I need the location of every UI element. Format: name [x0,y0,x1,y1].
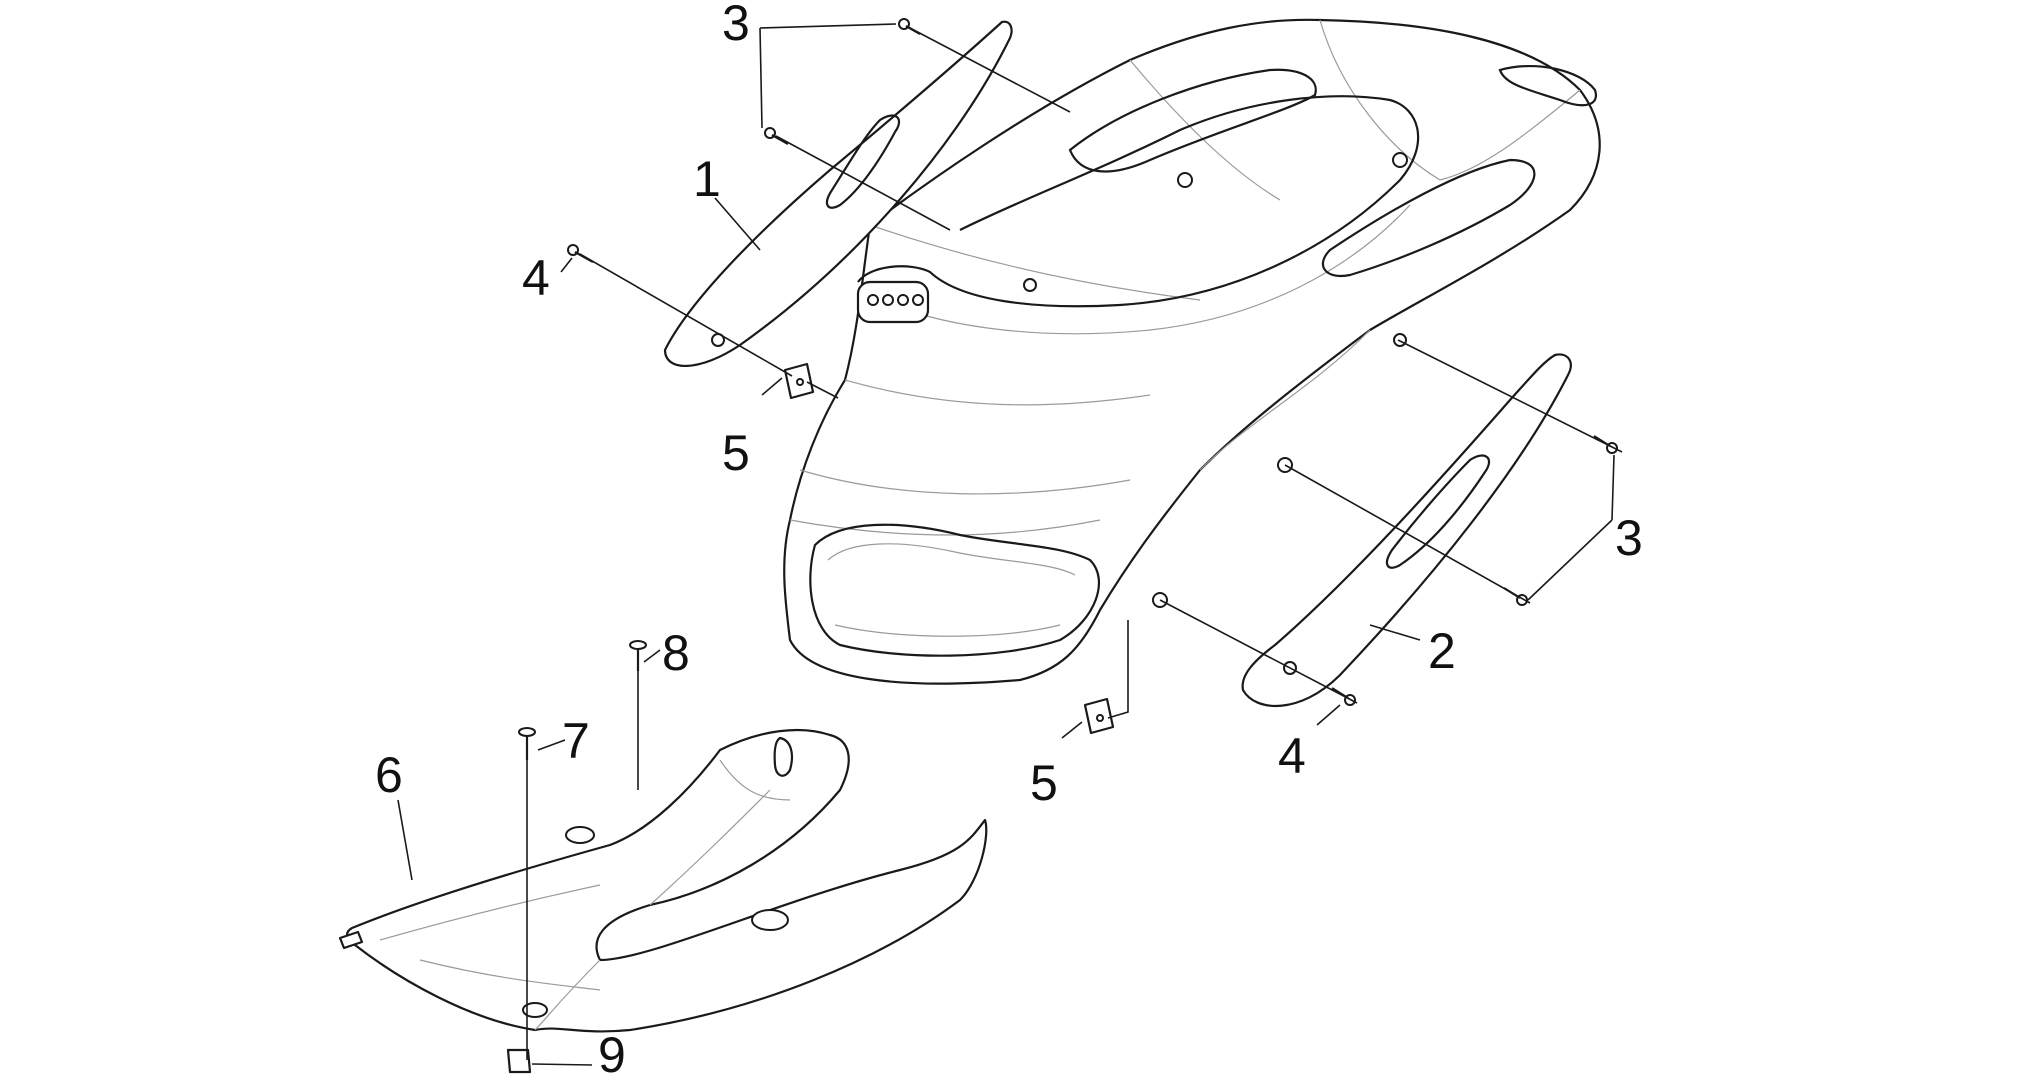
clip-9 [506,1048,532,1074]
callout-label-3-right: 3 [1615,510,1643,566]
callout-label-3-top: 3 [722,0,750,51]
clip-5-right [1083,697,1115,735]
assembly-lines [526,27,1623,1060]
rear-body-cover [783,18,1601,685]
screw-3-mid [764,127,789,145]
callout-label-1: 1 [693,151,721,207]
callout-labels: 3 1 4 5 3 2 4 5 6 7 8 9 [375,0,1643,1080]
callout-label-4-right: 4 [1278,728,1306,784]
screw-7 [518,727,536,760]
callout-label-8: 8 [662,625,690,681]
callout-label-5-right: 5 [1030,755,1058,811]
callout-label-9: 9 [598,1027,626,1080]
callout-label-6: 6 [375,747,403,803]
leader-lines [397,23,1615,1066]
callout-label-4-left: 4 [522,250,550,306]
callout-label-5-left: 5 [722,425,750,481]
clip-5-left [783,362,815,400]
right-side-strip [1241,353,1572,707]
bottom-cover-tray [338,728,988,1033]
screw-8 [629,640,647,671]
callout-label-7: 7 [562,713,590,769]
left-side-strip [663,20,1013,367]
callout-label-2: 2 [1428,623,1456,679]
